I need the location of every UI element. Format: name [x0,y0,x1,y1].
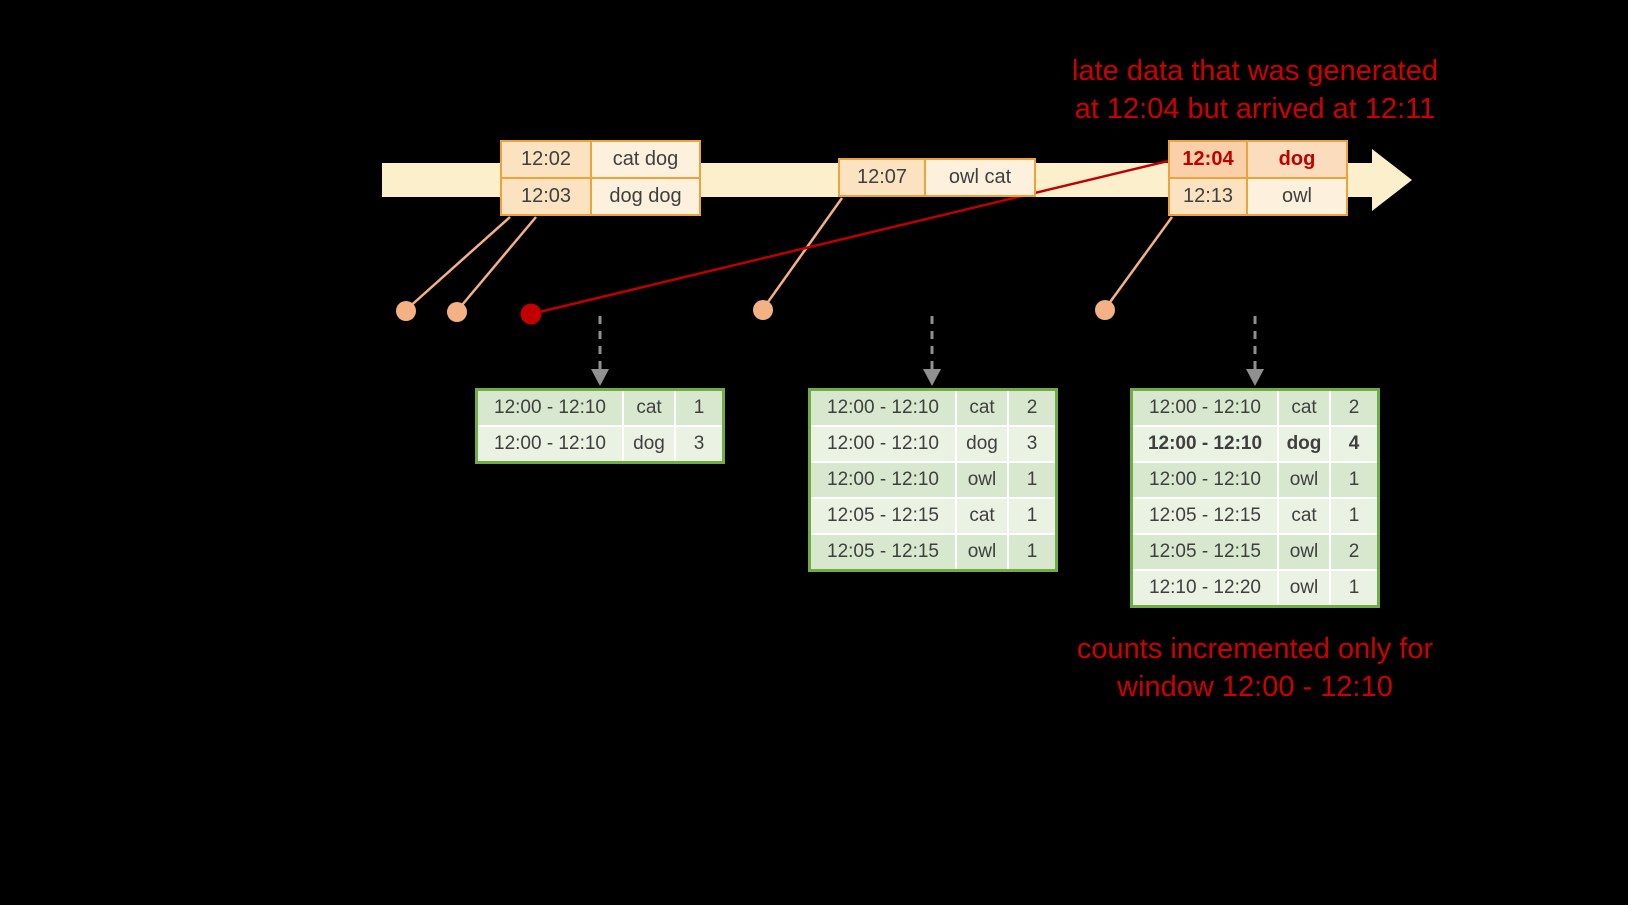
event-table-2: 12:07 owl cat [838,158,1036,197]
result-table-3: 12:00 - 12:10 cat 2 12:00 - 12:10 dog 4 … [1130,388,1380,608]
result-window-cell: 12:00 - 12:10 [811,391,955,425]
event-table-3: 12:04 dog 12:13 owl [1168,140,1348,216]
event-time-cell: 12:13 [1170,179,1246,214]
event-dot [753,300,773,320]
result-word-cell-highlight: dog [1279,427,1329,461]
event-time-cell: 12:02 [502,142,590,177]
result-count-cell: 1 [1331,571,1377,605]
result-word-cell: cat [957,499,1007,533]
result-word-cell: dog [957,427,1007,461]
result-window-cell: 12:10 - 12:20 [1133,571,1277,605]
counts-annotation: counts incremented only for window 12:00… [995,630,1515,706]
result-window-cell: 12:05 - 12:15 [811,535,955,569]
counts-annotation-line1: counts incremented only for [1076,633,1434,665]
event-time-cell: 12:07 [840,160,924,195]
result-table-1: 12:00 - 12:10 cat 1 12:00 - 12:10 dog 3 [475,388,725,464]
result-table-2: 12:00 - 12:10 cat 2 12:00 - 12:10 dog 3 … [808,388,1058,572]
result-word-cell: cat [624,391,674,425]
result-count-cell: 1 [1009,499,1055,533]
event-dot [1095,300,1115,320]
result-word-cell: owl [1279,463,1329,497]
result-window-cell-highlight: 12:00 - 12:10 [1133,427,1277,461]
timeline-arrowhead-icon [1372,149,1412,211]
result-window-cell: 12:00 - 12:10 [811,427,955,461]
result-count-cell: 2 [1331,535,1377,569]
trigger-arrowhead-icon [1246,369,1264,386]
connector-line [761,197,844,310]
result-window-cell: 12:05 - 12:15 [1133,535,1277,569]
result-count-cell: 1 [1009,463,1055,497]
late-data-annotation-line1: late data that was generated [1072,55,1438,87]
result-word-cell: dog [624,427,674,461]
event-words-cell: owl [1248,179,1346,214]
result-window-cell: 12:00 - 12:10 [1133,391,1277,425]
event-time-cell: 12:03 [502,179,590,214]
connector-line [1103,216,1174,310]
trigger-arrowhead-icon [591,369,609,386]
result-word-cell: cat [957,391,1007,425]
result-word-cell: cat [1279,499,1329,533]
result-count-cell: 3 [1009,427,1055,461]
result-window-cell: 12:00 - 12:10 [478,427,622,461]
result-count-cell-highlight: 4 [1331,427,1377,461]
event-words-cell: owl cat [926,160,1034,195]
result-word-cell: cat [1279,391,1329,425]
connector-line [456,216,537,312]
event-words-cell: cat dog [592,142,699,177]
result-word-cell: owl [1279,535,1329,569]
counts-annotation-line2: window 12:00 - 12:10 [1117,671,1393,703]
result-window-cell: 12:05 - 12:15 [1133,499,1277,533]
late-event-dot [520,303,542,325]
late-data-annotation-line2: at 12:04 but arrived at 12:11 [1074,93,1436,125]
result-count-cell: 2 [1331,391,1377,425]
result-window-cell: 12:00 - 12:10 [478,391,622,425]
late-event-time-cell: 12:04 [1170,142,1246,177]
event-dot [396,301,416,321]
late-event-words-cell: dog [1248,142,1346,177]
trigger-arrowhead-icon [923,369,941,386]
result-window-cell: 12:00 - 12:10 [811,463,955,497]
late-data-annotation: late data that was generated at 12:04 bu… [995,52,1515,128]
result-word-cell: owl [957,535,1007,569]
result-window-cell: 12:00 - 12:10 [1133,463,1277,497]
event-dot [447,302,467,322]
result-count-cell: 1 [676,391,722,425]
event-words-cell: dog dog [592,179,699,214]
event-table-1: 12:02 cat dog 12:03 dog dog [500,140,701,216]
result-count-cell: 3 [676,427,722,461]
result-count-cell: 1 [1331,463,1377,497]
result-word-cell: owl [957,463,1007,497]
connector-line [405,216,511,311]
result-word-cell: owl [1279,571,1329,605]
late-data-line [530,159,1169,316]
result-count-cell: 2 [1009,391,1055,425]
result-count-cell: 1 [1331,499,1377,533]
result-count-cell: 1 [1009,535,1055,569]
result-window-cell: 12:05 - 12:15 [811,499,955,533]
